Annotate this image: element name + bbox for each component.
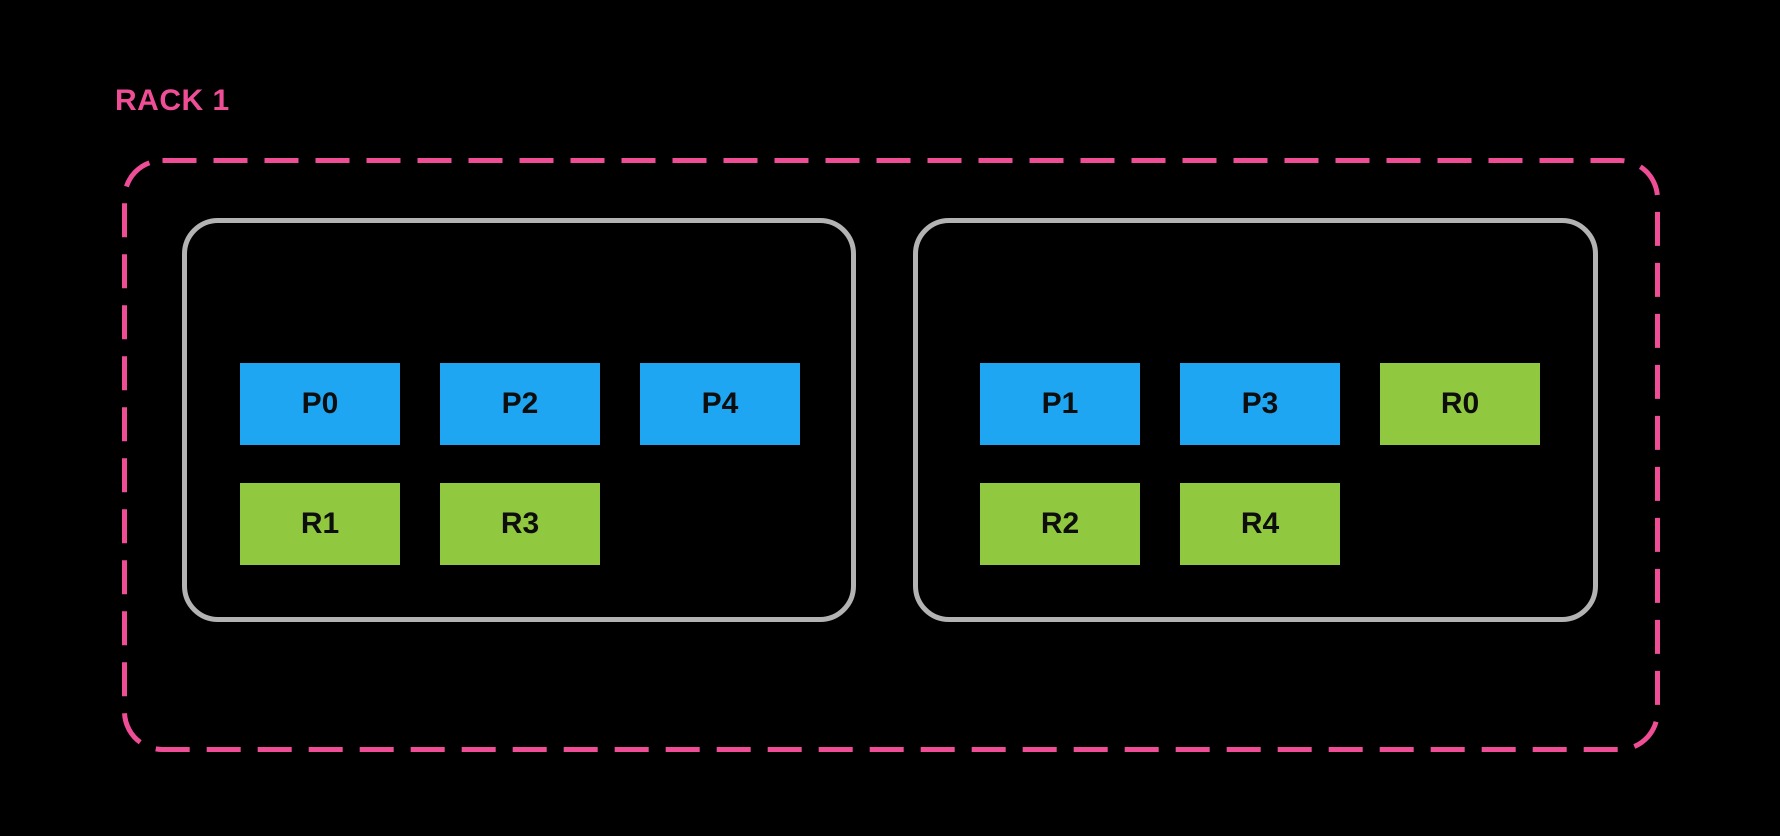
node-p0: P0 xyxy=(240,363,400,445)
node-p4: P4 xyxy=(640,363,800,445)
node-p1: P1 xyxy=(980,363,1140,445)
rack-dashed-outline-rect xyxy=(122,158,1660,752)
host-box-right xyxy=(913,218,1598,622)
node-r3: R3 xyxy=(440,483,600,565)
node-r1: R1 xyxy=(240,483,400,565)
node-r0: R0 xyxy=(1380,363,1540,445)
host-box-left xyxy=(182,218,856,622)
node-r4: R4 xyxy=(1180,483,1340,565)
rack-title: RACK 1 xyxy=(115,84,230,117)
node-p2: P2 xyxy=(440,363,600,445)
node-r2: R2 xyxy=(980,483,1140,565)
node-p3: P3 xyxy=(1180,363,1340,445)
